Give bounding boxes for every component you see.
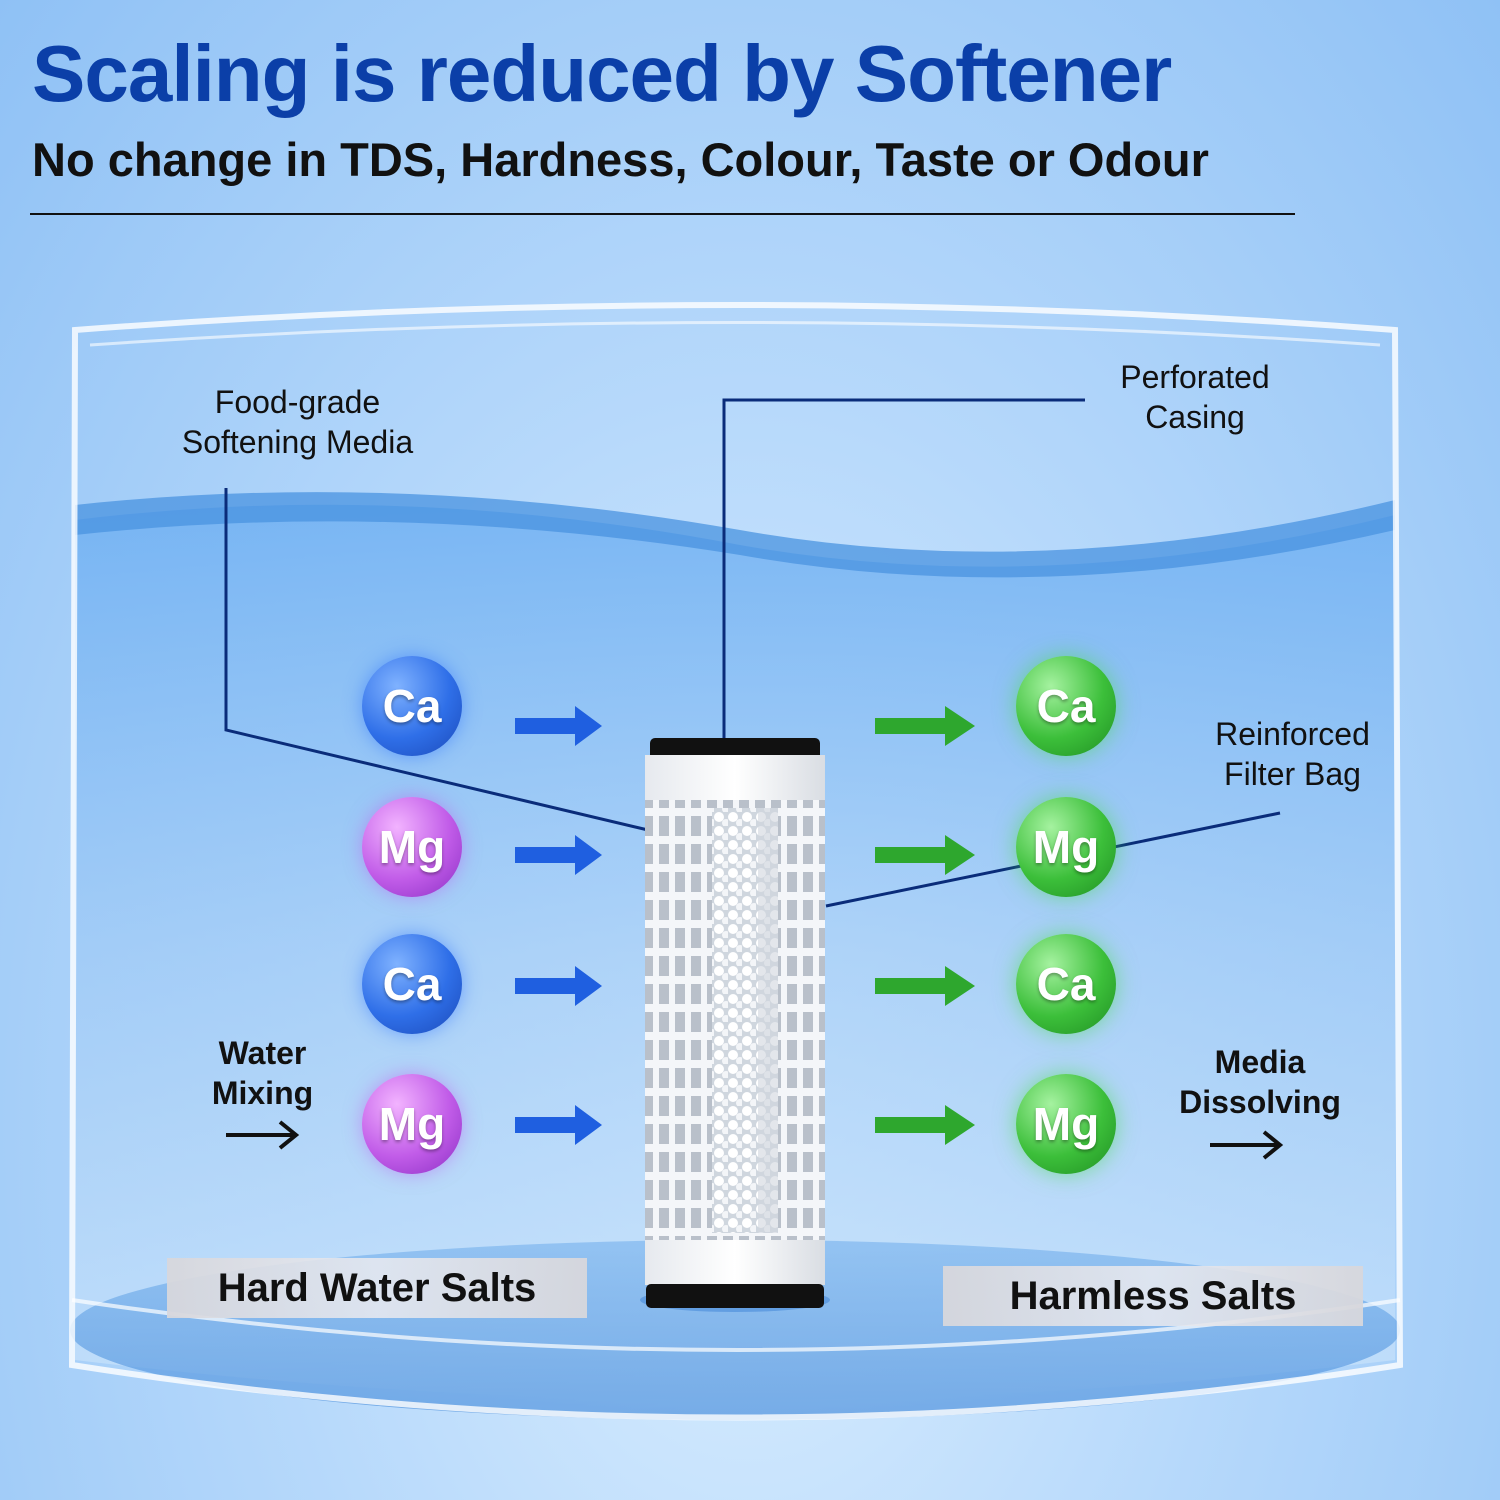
dissolving-arrow	[1210, 1130, 1284, 1160]
callout-bag-line1: Reinforced	[1215, 716, 1370, 752]
inflow-arrows	[515, 706, 602, 1145]
page-title: Scaling is reduced by Softener	[32, 29, 1172, 118]
arrow-out-1	[875, 706, 975, 746]
ion-in-mg-2: Mg	[362, 1074, 462, 1174]
arrow-out-2	[875, 835, 975, 875]
callout-media-line1: Food-grade	[214, 384, 381, 420]
callout-media-line2: Softening Media	[181, 424, 414, 460]
mixing-arrow	[226, 1120, 300, 1150]
label-harmless-salts: Harmless Salts	[943, 1266, 1363, 1326]
label-hard-water-salts: Hard Water Salts	[167, 1258, 587, 1318]
callout-perforated-casing: Perforated Casing	[1100, 357, 1290, 437]
arrow-in-2	[515, 835, 602, 875]
ion-out-ca-1: Ca	[1016, 656, 1116, 756]
arrow-out-4	[875, 1105, 975, 1145]
outflow-arrows	[875, 706, 975, 1145]
arrow-in-1	[515, 706, 602, 746]
ion-in-ca-2: Ca	[362, 934, 462, 1034]
ion-out-mg-1: Mg	[1016, 797, 1116, 897]
callout-mixing-line1: Water	[218, 1035, 307, 1071]
filter-cartridge	[640, 738, 830, 1312]
tank-glass	[68, 302, 1404, 1421]
arrow-in-4	[515, 1105, 602, 1145]
callout-water-mixing: Water Mixing	[195, 1033, 330, 1113]
title-divider	[30, 213, 1295, 215]
casing-leader-line	[722, 398, 1085, 740]
callout-dissolving-line2: Dissolving	[1179, 1084, 1341, 1120]
ion-out-mg-2: Mg	[1016, 1074, 1116, 1174]
ion-out-ca-2: Ca	[1016, 934, 1116, 1034]
callout-media-dissolving: Media Dissolving	[1170, 1042, 1350, 1122]
callout-casing-line1: Perforated	[1120, 359, 1270, 395]
page-subtitle: No change in TDS, Hardness, Colour, Tast…	[32, 133, 1209, 186]
ion-in-ca-1: Ca	[362, 656, 462, 756]
callout-casing-line2: Casing	[1145, 399, 1245, 435]
water-surface	[75, 492, 1395, 578]
arrow-in-3	[515, 966, 602, 1006]
callout-mixing-line2: Mixing	[211, 1075, 314, 1111]
callout-softening-media: Food-grade Softening Media	[160, 382, 435, 462]
arrow-out-3	[875, 966, 975, 1006]
callout-filter-bag: Reinforced Filter Bag	[1195, 714, 1390, 794]
callout-dissolving-line1: Media	[1214, 1044, 1306, 1080]
callout-bag-line2: Filter Bag	[1224, 756, 1361, 792]
ion-in-mg-1: Mg	[362, 797, 462, 897]
media-leader-line	[224, 488, 649, 832]
